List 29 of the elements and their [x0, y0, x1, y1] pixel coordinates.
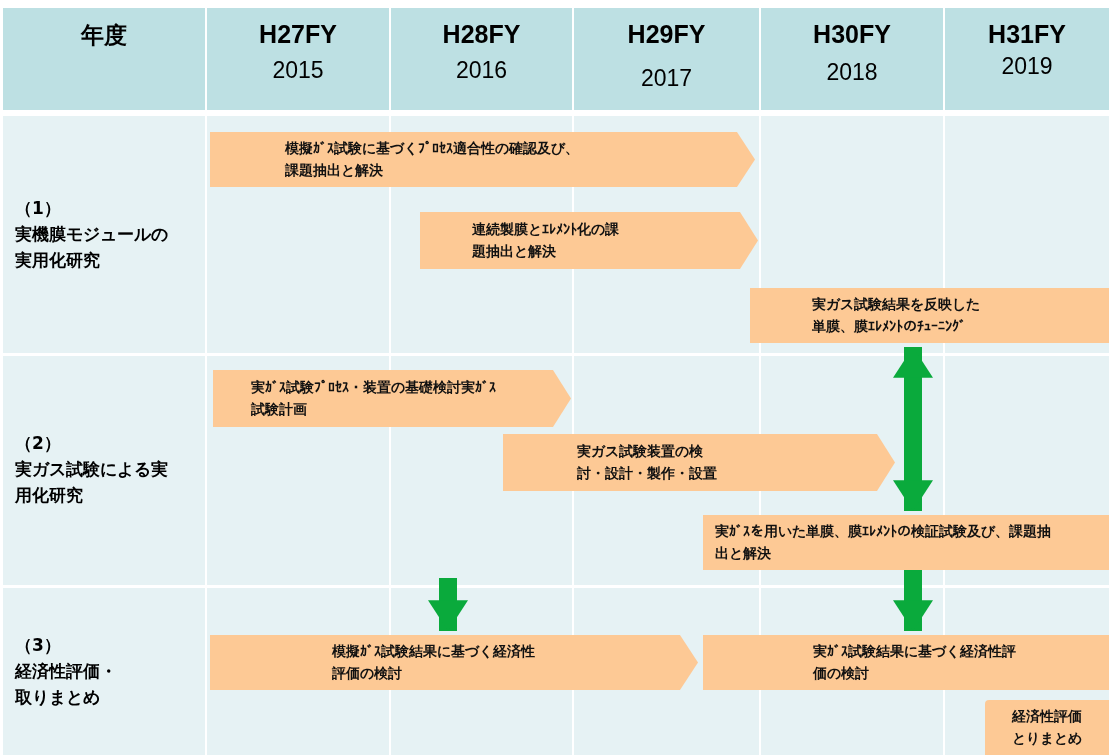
- fiscal-year-label: H27FY: [259, 20, 337, 49]
- year-label: 2018: [826, 59, 878, 86]
- row-number: （1）: [15, 197, 61, 220]
- schedule-arrow-bar: 連続製膜とｴﾚﾒﾝﾄ化の課題抽出と解決: [420, 212, 758, 269]
- arrow: [428, 578, 468, 631]
- schedule-arrow-bar: 模擬ｶﾞｽ試験結果に基づく経済性評価の検討: [210, 635, 698, 690]
- year-label: 2015: [272, 57, 324, 84]
- schedule-arrow-bar: 模擬ｶﾞｽ試験に基づくﾌﾟﾛｾｽ適合性の確認及び、課題抽出と解決: [210, 132, 755, 187]
- schedule-bar: 実ガス試験結果を反映した単膜、膜ｴﾚﾒﾝﾄのﾁｭｰﾆﾝｸﾞ: [750, 288, 1109, 343]
- row-number: （3）: [15, 634, 61, 657]
- year-label: 2019: [1001, 53, 1053, 80]
- row-title: 経済性評価・取りまとめ: [15, 660, 118, 709]
- schedule-bar: 経済性評価とりまとめ: [985, 700, 1109, 755]
- row-title: 実ガス試験による実用化研究: [15, 458, 169, 507]
- fiscal-year-label: H30FY: [813, 20, 891, 49]
- fiscal-year-label: H28FY: [442, 20, 521, 49]
- fiscal-year-label: H29FY: [627, 20, 706, 49]
- schedule-bar: 実ｶﾞｽを用いた単膜、膜ｴﾚﾒﾝﾄの検証試験及び、課題抽出と解決: [703, 515, 1109, 570]
- arrow: [893, 347, 933, 511]
- fiscal-year-label: H31FY: [988, 20, 1066, 49]
- schedule-arrow-bar: 実ガス試験装置の検討・設計・製作・設置: [503, 434, 895, 491]
- schedule-bar: 実ｶﾞｽ試験結果に基づく経済性評価の検討: [703, 635, 1109, 690]
- year-label: 2016: [455, 57, 508, 84]
- schedule-arrow-bar: 実ｶﾞｽ試験ﾌﾟﾛｾｽ・装置の基礎検討実ｶﾞｽ試験計画: [213, 370, 571, 427]
- column-title: 年度: [81, 21, 127, 50]
- row-number: （2）: [15, 432, 61, 455]
- year-label: 2017: [640, 65, 693, 92]
- arrow: [893, 570, 933, 631]
- row-title: 実機膜モジュールの実用化研究: [15, 223, 169, 272]
